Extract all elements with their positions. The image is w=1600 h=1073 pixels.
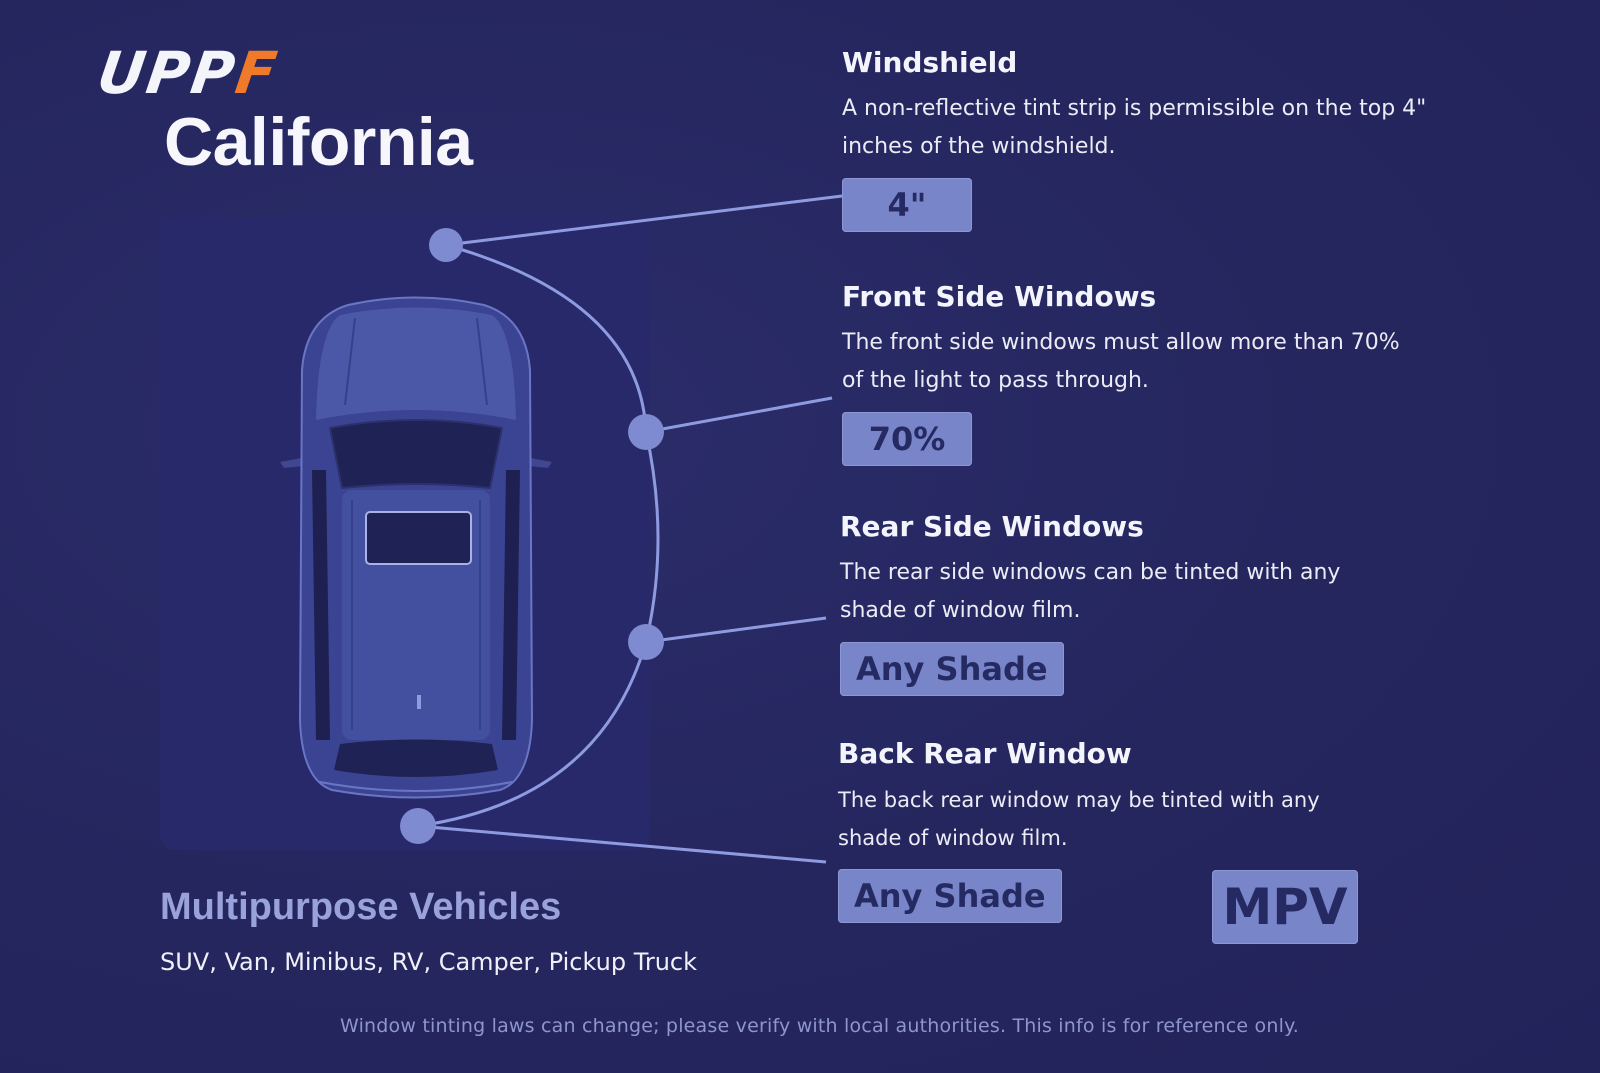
- section-title: Back Rear Window: [838, 737, 1132, 770]
- section-rear-side-windows: Rear Side Windows The rear side windows …: [840, 510, 1480, 696]
- section-title: Rear Side Windows: [840, 510, 1144, 543]
- leader-line-windshield: [445, 194, 843, 247]
- section-title: Windshield: [842, 46, 1018, 79]
- marker-dot-front-side: [628, 414, 664, 450]
- disclaimer: Window tinting laws can change; please v…: [340, 1015, 1300, 1037]
- suv-top-view-icon: [280, 296, 552, 799]
- vehicle-class-title: Multipurpose Vehicles: [160, 886, 562, 928]
- section-description: The rear side windows can be tinted with…: [840, 559, 1341, 623]
- leader-line-front-side: [645, 396, 833, 434]
- vehicle-types-list: SUV, Van, Minibus, RV, Camper, Pickup Tr…: [160, 948, 698, 976]
- tint-badge: 4": [842, 177, 972, 232]
- section-description: The back rear window may be tinted with …: [838, 787, 1320, 850]
- marker-dot-back-rear: [400, 808, 436, 844]
- tint-badge: Any Shade: [838, 868, 1062, 923]
- marker-dot-windshield: [429, 228, 463, 262]
- connector-arc: [417, 243, 660, 828]
- tint-badge: 70%: [842, 411, 972, 466]
- leader-line-back-rear: [417, 824, 827, 864]
- leader-line-rear-side: [645, 616, 827, 644]
- state-title: California: [164, 104, 473, 180]
- section-front-side-windows: Front Side Windows The front side window…: [842, 280, 1482, 466]
- marker-dot-rear-side: [628, 624, 664, 660]
- section-windshield: Windshield A non-reflective tint strip i…: [842, 46, 1482, 232]
- section-description: A non-reflective tint strip is permissib…: [842, 95, 1427, 159]
- section-back-rear-window: Back Rear Window The back rear window ma…: [838, 737, 1478, 923]
- vehicle-class-badge: MPV: [1212, 870, 1358, 944]
- section-description: The front side windows must allow more t…: [842, 329, 1400, 393]
- section-title: Front Side Windows: [842, 280, 1157, 313]
- tint-badge: Any Shade: [840, 641, 1064, 696]
